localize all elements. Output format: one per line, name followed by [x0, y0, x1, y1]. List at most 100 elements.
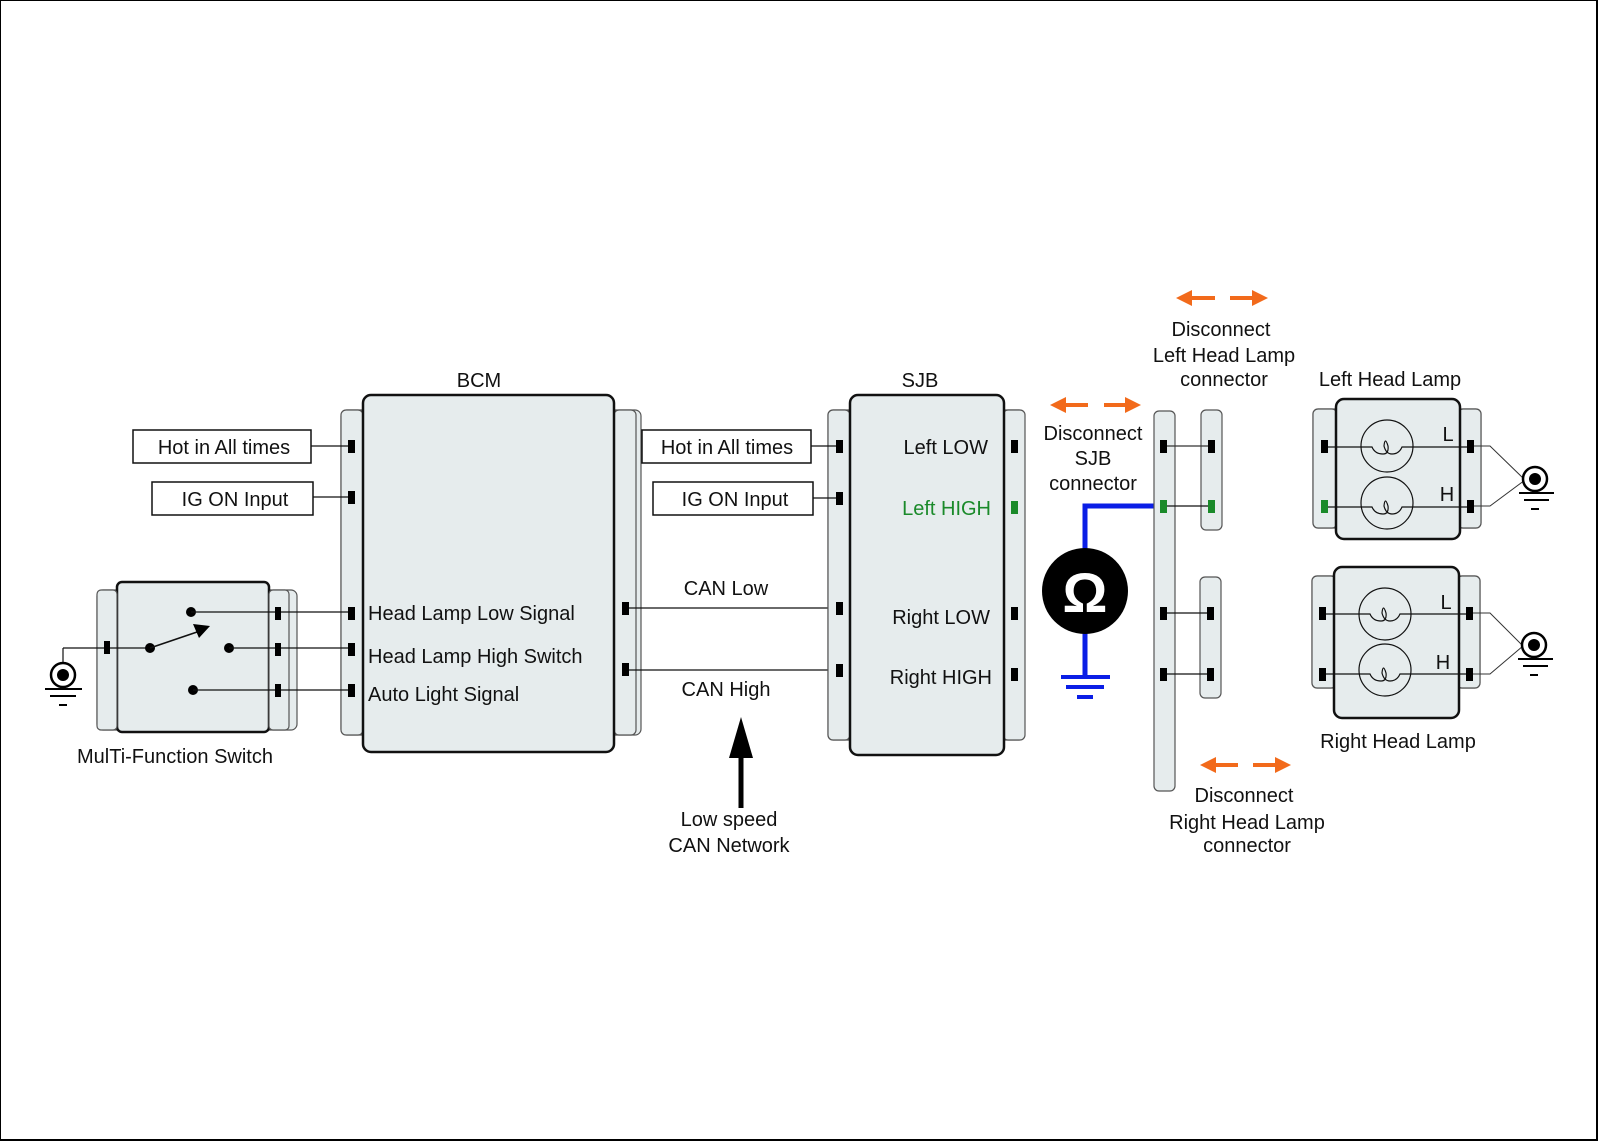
lamp-pin	[1319, 607, 1326, 620]
sjb-pin-left-low	[1011, 440, 1018, 453]
bcm-input-box	[132, 429, 312, 464]
bulb-icon	[1328, 419, 1467, 473]
disconnect-right-lamp-annotation: Disconnect Right Head Lamp connector	[1169, 757, 1325, 857]
lamp-high-label: H	[1436, 652, 1450, 674]
ohm-symbol: Ω	[1063, 561, 1108, 624]
sjb-pin-right-low	[1011, 607, 1018, 620]
sjb-title: SJB	[902, 370, 939, 392]
can-network-label: Low speed	[681, 809, 778, 831]
disconnect-right-label: Right Head Lamp	[1169, 812, 1325, 834]
harness-pin	[1160, 440, 1167, 453]
bulb-icon	[1326, 643, 1466, 697]
bcm-connector-right	[613, 409, 637, 736]
ground-icon	[45, 647, 104, 706]
bcm-pin-can-low	[622, 602, 629, 615]
bcm-pin	[348, 491, 355, 504]
sjb-input-box	[652, 481, 814, 516]
meter-ground-icon	[1061, 675, 1110, 699]
sjb-output-label-highlighted: Left HIGH	[902, 498, 991, 520]
sjb-pin	[836, 602, 843, 615]
sjb-output-label: Left LOW	[904, 437, 989, 459]
harness-pin	[1160, 607, 1167, 620]
lamp-low-label: L	[1442, 424, 1453, 446]
right-lamp-label: Right Head Lamp	[1320, 731, 1476, 753]
disconnect-arrows-icon	[1050, 397, 1141, 413]
harness-pin-highlighted	[1208, 500, 1215, 513]
lamp-pin	[1467, 500, 1474, 513]
can-network: CAN Low CAN High Low speed CAN Network	[629, 578, 836, 857]
lamp-low-label: L	[1440, 592, 1451, 614]
left-lamp-label: Left Head Lamp	[1319, 369, 1461, 391]
left-head-lamp: Left Head Lamp L H	[1312, 369, 1554, 541]
disconnect-sjb-label: Disconnect	[1044, 423, 1143, 445]
disconnect-arrows-icon	[1176, 290, 1268, 306]
sjb-body	[848, 393, 1006, 757]
switch-body	[115, 580, 271, 734]
lamp-pin	[1319, 668, 1326, 681]
lamp-pin-highlighted	[1321, 500, 1328, 513]
can-high-label: CAN High	[682, 679, 771, 701]
disconnect-left-lamp-annotation: Disconnect Left Head Lamp connector	[1153, 290, 1295, 391]
disconnect-left-label: Disconnect	[1172, 319, 1271, 341]
harness-pin	[1160, 668, 1167, 681]
disconnect-arrows-icon	[1200, 757, 1291, 773]
lamp-pin	[1467, 440, 1474, 453]
sjb-pin-right-high	[1011, 668, 1018, 681]
disconnect-sjb-label: connector	[1049, 473, 1137, 495]
harness-pin	[1208, 440, 1215, 453]
ohmmeter: Ω	[1042, 503, 1163, 699]
switch-pin-low	[275, 607, 281, 620]
ground-icon	[1519, 465, 1554, 510]
ground-icon	[1518, 631, 1553, 676]
bcm-signal-label: Head Lamp High Switch	[368, 646, 583, 668]
right-lamp-body	[1332, 565, 1461, 720]
harness-pin	[1207, 607, 1214, 620]
bcm-pin	[348, 643, 355, 656]
sjb-connector-left	[827, 409, 851, 741]
disconnect-right-label: connector	[1203, 835, 1291, 857]
sjb-pin-left-high	[1011, 501, 1018, 514]
lamp-pin	[1466, 668, 1473, 681]
disconnect-right-label: Disconnect	[1195, 785, 1294, 807]
bcm-title: BCM	[457, 370, 501, 392]
lamp-pin	[1321, 440, 1328, 453]
ohmmeter-icon	[1042, 548, 1128, 634]
up-arrow-icon	[729, 717, 753, 758]
bcm-pin-can-high	[622, 663, 629, 676]
sjb-output-label: Right HIGH	[890, 667, 992, 689]
bcm-input-label: Hot in All times	[158, 437, 290, 459]
lamp-high-label: H	[1440, 484, 1454, 506]
bcm-body	[361, 393, 616, 754]
sjb-pin	[836, 440, 843, 453]
disconnect-sjb-annotation: Disconnect SJB connector	[1044, 397, 1143, 495]
bulb-icon	[1328, 476, 1467, 530]
switch-pin-ground	[104, 641, 110, 654]
bcm-pin	[348, 440, 355, 453]
bcm-pin	[348, 607, 355, 620]
sjb-connector-right	[1002, 409, 1026, 741]
bulb-icon	[1326, 587, 1466, 641]
sjb-input-label: Hot in All times	[661, 437, 793, 459]
harness-connector-body	[1153, 410, 1176, 792]
bcm-input-box	[151, 481, 314, 516]
multi-function-switch: MulTi-Function Switch	[45, 580, 298, 768]
sjb-module: SJB Left LOW Left HIGH Right LOW Right H…	[641, 370, 1026, 757]
harness-connector	[1153, 409, 1223, 792]
bcm-pin	[348, 684, 355, 697]
sjb-output-label: Right LOW	[892, 607, 990, 629]
bcm-signal-label: Head Lamp Low Signal	[368, 603, 575, 625]
can-low-label: CAN Low	[684, 578, 769, 600]
switch-pin-high	[275, 643, 281, 656]
harness-pin-highlighted	[1160, 500, 1167, 513]
lamp-pin	[1466, 607, 1473, 620]
switch-label: MulTi-Function Switch	[77, 746, 273, 768]
right-lamp-harness-plug	[1199, 576, 1222, 699]
bcm-signal-label: Auto Light Signal	[368, 684, 519, 706]
probe-wire	[1082, 503, 1163, 560]
sjb-pin	[836, 492, 843, 505]
switch-connector-left	[96, 589, 118, 731]
right-head-lamp: L H Right Head Lamp	[1311, 565, 1553, 753]
disconnect-left-label: connector	[1180, 369, 1268, 391]
